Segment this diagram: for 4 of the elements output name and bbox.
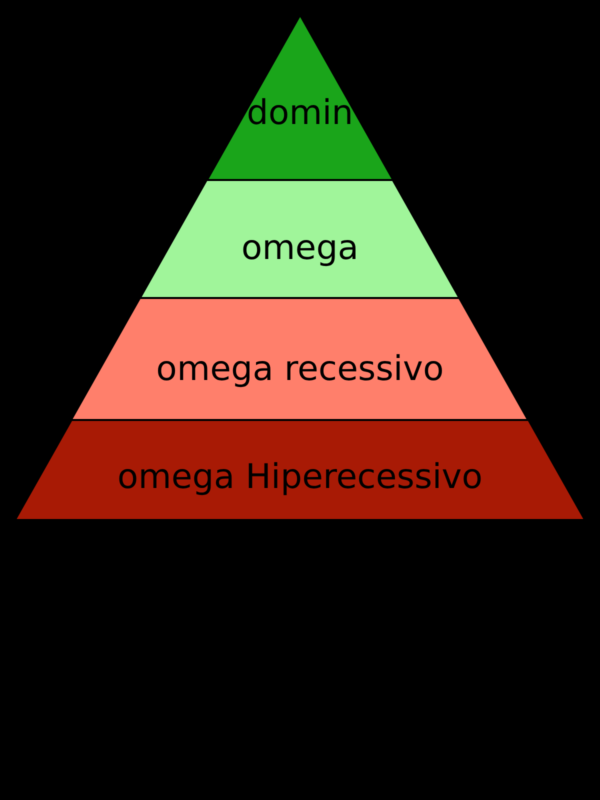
tier-label: omega Hiperecessivo xyxy=(116,457,484,498)
tier-label: domin xyxy=(246,92,354,132)
tier-label: omega recessivo xyxy=(155,348,445,389)
tier-label: omega xyxy=(240,228,360,268)
